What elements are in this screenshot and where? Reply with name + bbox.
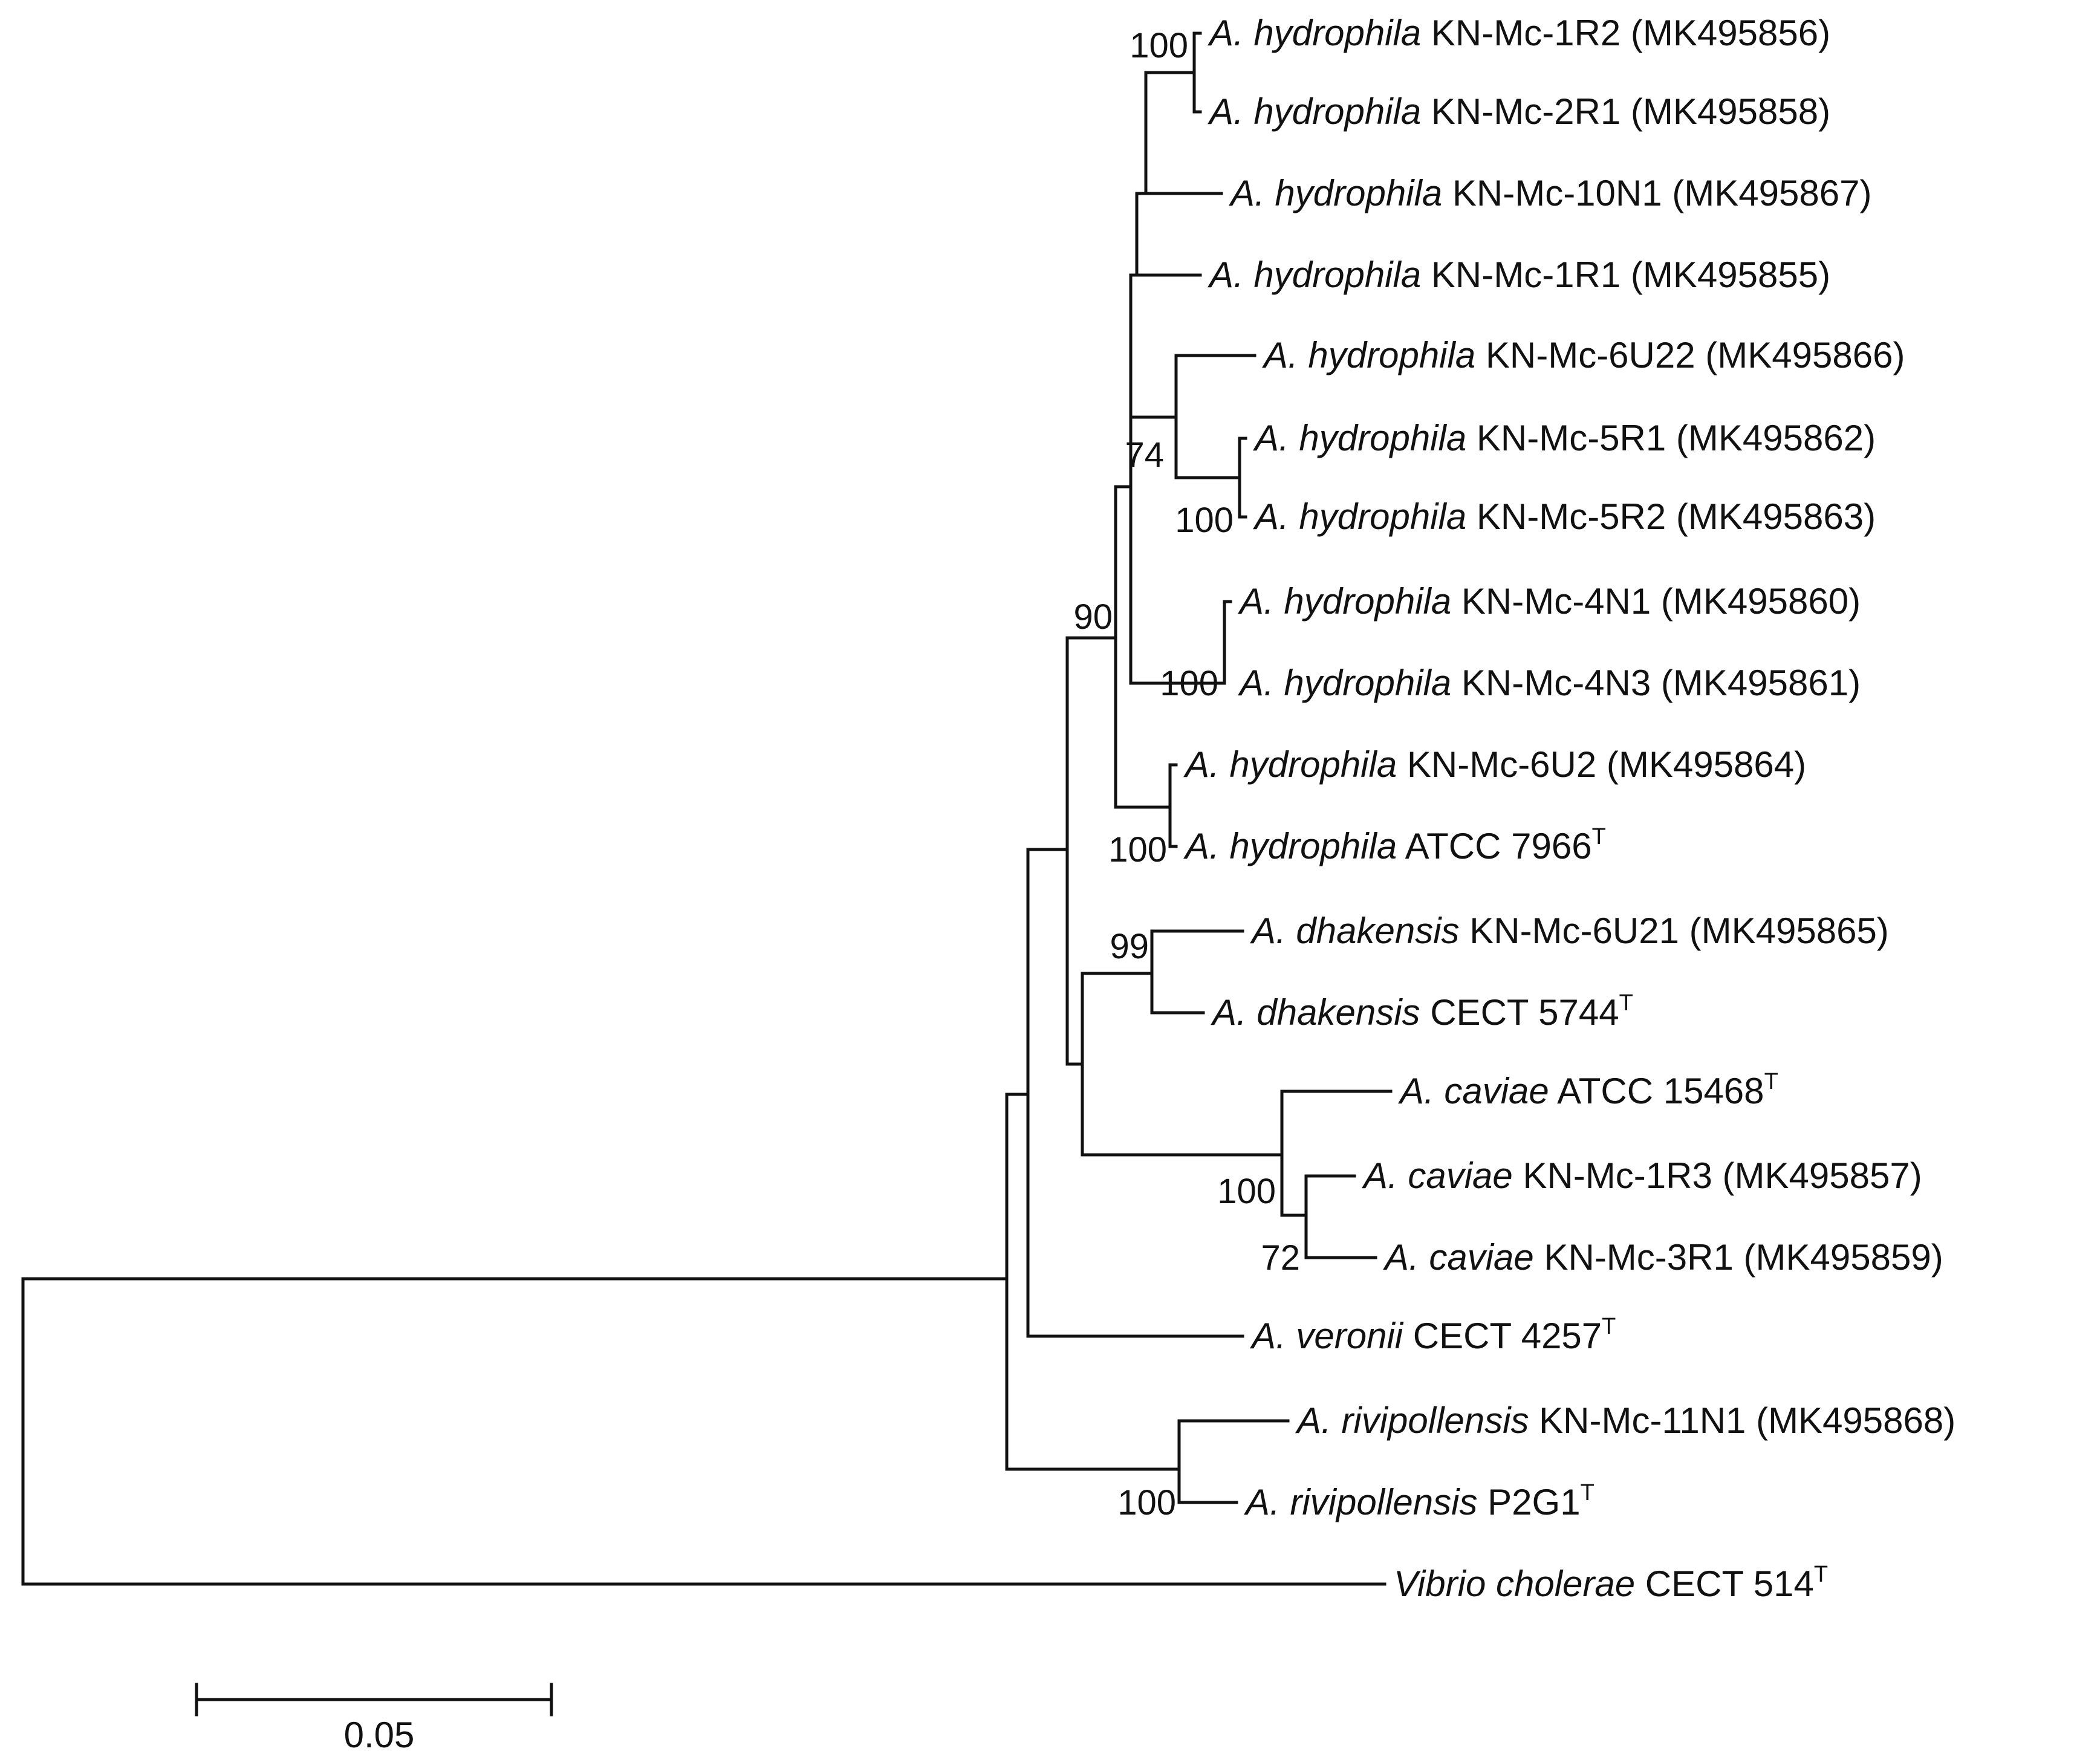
leaf-label: A. dhakensis CECT 5744T <box>1211 990 1633 1033</box>
bootstrap-value: 74 <box>1125 435 1164 475</box>
type-strain-marker: T <box>1592 824 1606 849</box>
strain-name: P2G1 <box>1477 1482 1580 1522</box>
tree-branches <box>21 31 1393 1586</box>
species-name: A. hydrophila <box>1208 255 1421 295</box>
leaf-label: A. hydrophila KN-Mc-5R1 (MK495862) <box>1253 418 1876 458</box>
bootstrap-value: 100 <box>1175 501 1234 540</box>
leaf-label: A. caviae KN-Mc-3R1 (MK495859) <box>1383 1237 1943 1278</box>
strain-name: KN-Mc-6U21 (MK495865) <box>1460 911 1889 951</box>
leaf-label: Vibrio cholerae CECT 514T <box>1394 1562 1828 1604</box>
leaf-label: A. veronii CECT 4257T <box>1250 1314 1616 1356</box>
strain-name: KN-Mc-4N3 (MK495861) <box>1451 663 1861 703</box>
species-name: A. caviae <box>1398 1071 1549 1111</box>
species-name: A. hydrophila <box>1208 13 1421 53</box>
strain-name: KN-Mc-4N1 (MK495860) <box>1451 581 1861 622</box>
leaf-label: A. hydrophila ATCC 7966T <box>1183 824 1606 866</box>
species-name: A. rivipollensis <box>1295 1400 1529 1441</box>
strain-name: KN-Mc-11N1 (MK495868) <box>1529 1400 1955 1441</box>
strain-name: KN-Mc-2R1 (MK495858) <box>1421 91 1830 132</box>
strain-name: KN-Mc-10N1 (MK495867) <box>1442 173 1871 213</box>
species-name: A. caviae <box>1362 1155 1513 1196</box>
scale-bar-label: 0.05 <box>344 1715 415 1755</box>
species-name: A. hydrophila <box>1229 173 1442 213</box>
scale-bar: 0.05 <box>195 1683 553 1755</box>
strain-name: KN-Mc-5R1 (MK495862) <box>1466 418 1876 458</box>
strain-name: ATCC 15468 <box>1549 1071 1764 1111</box>
leaf-labels: A. hydrophila KN-Mc-1R2 (MK495856)A. hyd… <box>1183 13 1955 1604</box>
strain-name: KN-Mc-1R3 (MK495857) <box>1513 1155 1922 1196</box>
strain-name: KN-Mc-6U22 (MK495866) <box>1475 335 1905 375</box>
species-name: A. hydrophila <box>1183 826 1397 866</box>
species-name: A. veronii <box>1250 1316 1404 1356</box>
type-strain-marker: T <box>1814 1562 1828 1587</box>
type-strain-marker: T <box>1602 1314 1616 1339</box>
bootstrap-value: 100 <box>1160 664 1218 703</box>
strain-name: KN-Mc-1R1 (MK495855) <box>1421 255 1830 295</box>
species-name: A. hydrophila <box>1208 91 1421 132</box>
bootstrap-value: 72 <box>1261 1238 1300 1278</box>
strain-name: KN-Mc-1R2 (MK495856) <box>1421 13 1830 53</box>
leaf-label: A. dhakensis KN-Mc-6U21 (MK495865) <box>1250 911 1889 951</box>
strain-name: ATCC 7966 <box>1397 826 1591 866</box>
bootstrap-value: 100 <box>1130 26 1188 65</box>
leaf-label: A. rivipollensis P2G1T <box>1244 1480 1595 1522</box>
leaf-label: A. hydrophila KN-Mc-6U22 (MK495866) <box>1262 335 1905 375</box>
species-name: Vibrio cholerae <box>1394 1564 1635 1604</box>
leaf-label: A. hydrophila KN-Mc-2R1 (MK495858) <box>1208 91 1830 132</box>
species-name: A. hydrophila <box>1253 496 1466 537</box>
leaf-label: A. hydrophila KN-Mc-5R2 (MK495863) <box>1253 496 1876 537</box>
leaf-label: A. rivipollensis KN-Mc-11N1 (MK495868) <box>1295 1400 1955 1441</box>
strain-name: CECT 4257 <box>1403 1316 1602 1356</box>
species-name: A. caviae <box>1383 1237 1534 1278</box>
species-name: A. dhakensis <box>1250 911 1460 951</box>
bootstrap-value: 100 <box>1108 830 1167 869</box>
species-name: A. hydrophila <box>1262 335 1475 375</box>
type-strain-marker: T <box>1619 990 1633 1016</box>
species-name: A. rivipollensis <box>1244 1482 1477 1522</box>
type-strain-marker: T <box>1581 1480 1595 1505</box>
species-name: A. hydrophila <box>1253 418 1466 458</box>
leaf-label: A. caviae KN-Mc-1R3 (MK495857) <box>1362 1155 1922 1196</box>
strain-name: KN-Mc-5R2 (MK495863) <box>1466 496 1876 537</box>
leaf-label: A. hydrophila KN-Mc-10N1 (MK495867) <box>1229 173 1871 213</box>
leaf-label: A. hydrophila KN-Mc-4N3 (MK495861) <box>1238 663 1861 703</box>
species-name: A. hydrophila <box>1238 663 1451 703</box>
species-name: A. hydrophila <box>1183 744 1397 785</box>
leaf-label: A. hydrophila KN-Mc-4N1 (MK495860) <box>1238 581 1861 622</box>
bootstrap-value: 100 <box>1217 1172 1276 1211</box>
leaf-label: A. hydrophila KN-Mc-6U2 (MK495864) <box>1183 744 1806 785</box>
leaf-label: A. hydrophila KN-Mc-1R2 (MK495856) <box>1208 13 1830 53</box>
species-name: A. hydrophila <box>1238 581 1451 622</box>
species-name: A. dhakensis <box>1211 992 1420 1033</box>
leaf-label: A. hydrophila KN-Mc-1R1 (MK495855) <box>1208 255 1830 295</box>
leaf-label: A. caviae ATCC 15468T <box>1398 1069 1778 1111</box>
strain-name: KN-Mc-3R1 (MK495859) <box>1534 1237 1943 1278</box>
bootstrap-value: 99 <box>1110 927 1149 966</box>
bootstrap-labels: 100 74 100 90 100 100 99 100 72 100 <box>1073 26 1300 1522</box>
bootstrap-value: 90 <box>1073 597 1113 637</box>
type-strain-marker: T <box>1764 1069 1778 1094</box>
bootstrap-value: 100 <box>1117 1483 1176 1522</box>
strain-name: CECT 514 <box>1635 1564 1814 1604</box>
strain-name: KN-Mc-6U2 (MK495864) <box>1397 744 1806 785</box>
strain-name: CECT 5744 <box>1420 992 1619 1033</box>
